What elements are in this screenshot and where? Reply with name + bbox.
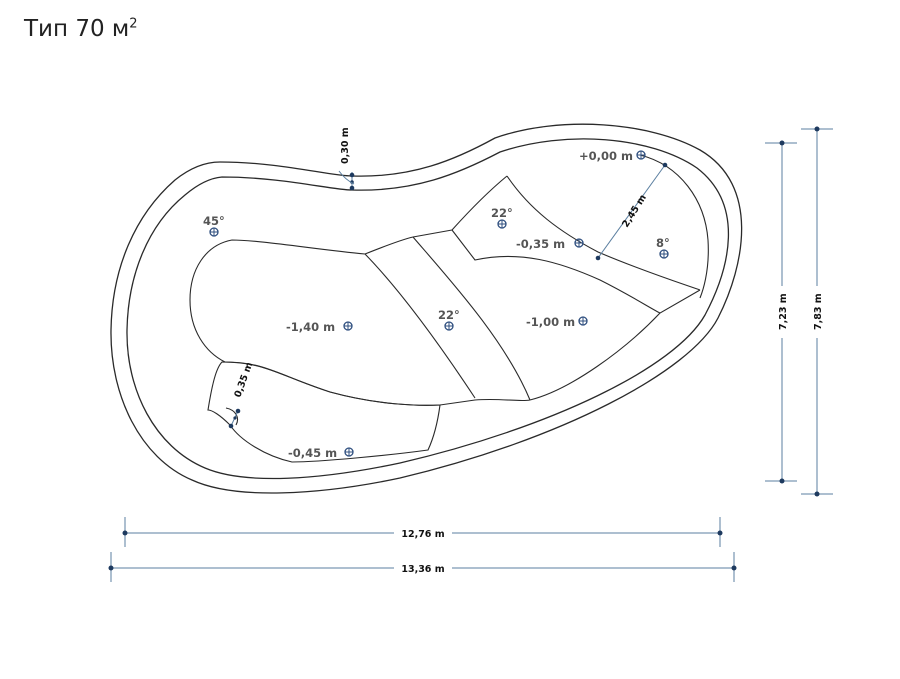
angle-label-22-top: 22° [491, 206, 513, 220]
inner-height-label: 7,23 m [778, 293, 789, 330]
angle-marker-22-top: 22° [491, 206, 513, 229]
depth-marker-035: -0,35 m [516, 237, 584, 251]
depth-label-045: -0,45 m [288, 446, 337, 460]
plan-title-text: Тип 70 м [24, 16, 130, 42]
wall-thickness-label: 0,30 m [340, 127, 351, 164]
depth-label-100: -1,00 m [526, 315, 575, 329]
angle-marker-22-mid: 22° [438, 308, 460, 331]
plan-title: Тип 70 м2 [24, 16, 138, 42]
depth-label-035: -0,35 m [516, 237, 565, 251]
diagonal-label: 2,45 m [620, 193, 649, 230]
pool-right-wall-curve [639, 154, 709, 299]
depth-marker-140: -1,40 m [286, 320, 353, 334]
depth-marker-045: -0,45 m [288, 446, 354, 460]
angle-label-22-mid: 22° [438, 308, 460, 322]
depth-marker-000: +0,00 m [579, 149, 646, 163]
stair-band-top [364, 229, 453, 255]
angle-marker-8: 8° [656, 236, 670, 259]
depth-marker-100: -1,00 m [526, 315, 588, 329]
inner-width-dimension: 12,76 m [122, 517, 723, 547]
outer-width-label: 13,36 m [401, 564, 444, 575]
stair-band-right-edge [412, 236, 531, 401]
outer-height-label: 7,83 m [813, 293, 824, 330]
depth-label-140: -1,40 m [286, 320, 335, 334]
pool-outer-rim [110, 123, 743, 494]
pool-inner-rim [126, 138, 730, 480]
angle-label-8: 8° [656, 236, 670, 250]
outer-height-dimension: 7,83 m [801, 126, 833, 497]
inner-width-label: 12,76 m [401, 529, 444, 540]
bench-width-dimension: 0,35 m [228, 361, 255, 429]
upper-step-curve [451, 229, 661, 314]
inner-height-dimension: 7,23 m [765, 140, 797, 484]
stair-band-left-edge [364, 253, 476, 399]
shallow-step-curve [506, 175, 701, 291]
bench-width-label: 0,35 m [232, 361, 255, 399]
bench-outline [207, 361, 441, 463]
outer-width-dimension: 13,36 m [108, 552, 737, 582]
middle-zone-lower [529, 289, 701, 401]
plan-title-superscript: 2 [129, 16, 138, 32]
angle-marker-45: 45° [203, 214, 225, 237]
angle-label-45: 45° [203, 214, 225, 228]
wall-thickness-dimension: 0,30 m [338, 127, 355, 191]
depth-label-000: +0,00 m [579, 149, 633, 163]
upper-step-left-edge [451, 175, 508, 231]
